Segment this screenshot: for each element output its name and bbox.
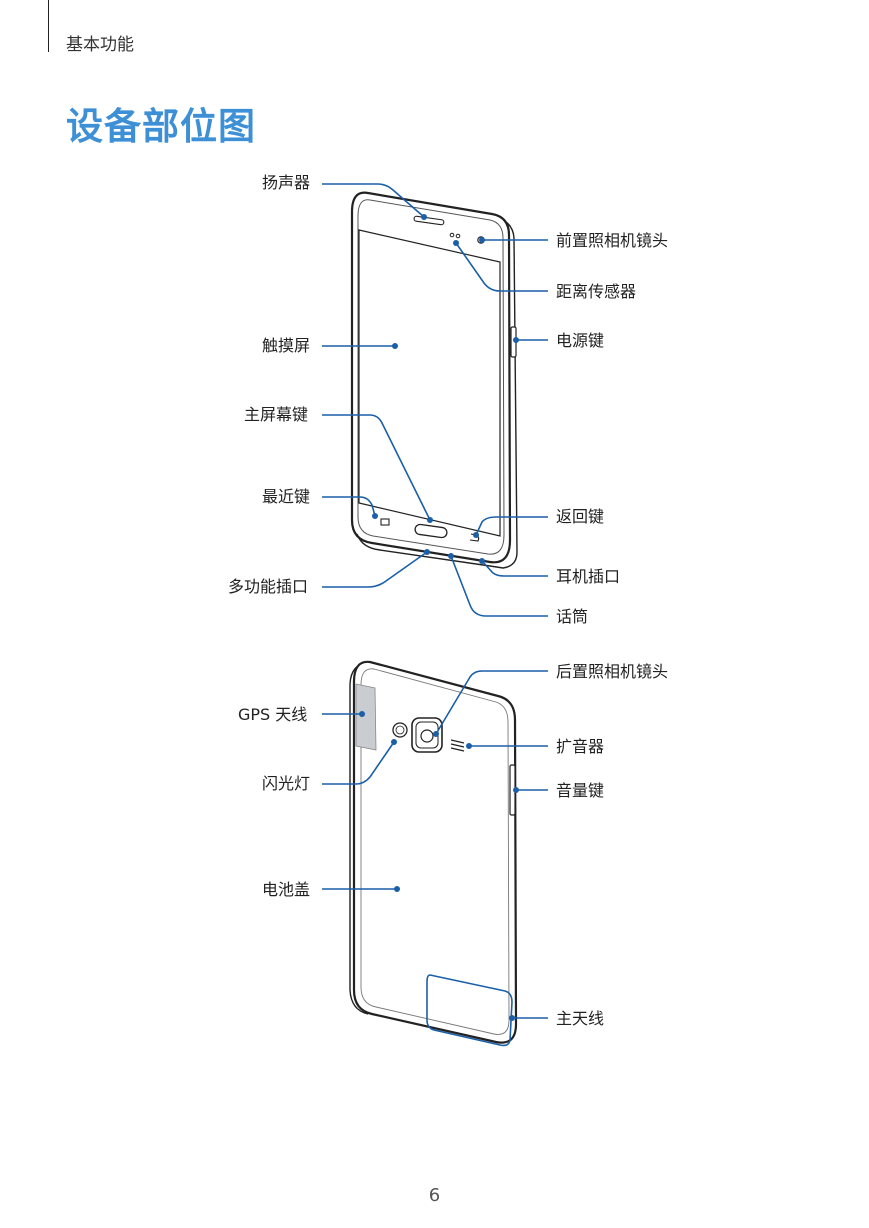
label-volume-key: 音量键 <box>556 781 604 800</box>
label-main-antenna: 主天线 <box>556 1009 604 1028</box>
label-proximity-sensor: 距离传感器 <box>556 282 636 301</box>
front-callouts: 扬声器 前置照相机镜头 距离传感器 触摸屏 电源键 主屏幕键 最近键 返回键 多… <box>228 173 668 626</box>
label-home-key: 主屏幕键 <box>244 405 308 424</box>
rear-camera-shape <box>411 717 443 753</box>
loudspeaker-grille <box>450 739 465 752</box>
page-title: 设备部位图 <box>66 105 256 148</box>
label-earphone-jack: 耳机插口 <box>556 567 620 586</box>
header-rule <box>48 0 49 52</box>
label-loudspeaker: 扩音器 <box>556 737 604 756</box>
label-back-key: 返回键 <box>556 507 604 526</box>
label-power-key: 电源键 <box>556 331 604 350</box>
back-callouts: 后置照相机镜头 GPS 天线 扩音器 闪光灯 音量键 电池盖 主天线 <box>238 662 668 1028</box>
label-battery-cover: 电池盖 <box>262 880 310 899</box>
label-microphone: 话筒 <box>556 607 588 626</box>
home-key-shape <box>414 523 448 539</box>
proximity-sensor-dot-b <box>455 233 461 239</box>
main-antenna-area <box>426 974 513 1047</box>
label-rear-camera: 后置照相机镜头 <box>556 662 668 681</box>
label-speaker: 扬声器 <box>262 173 310 192</box>
front-phone-illustration <box>350 191 518 569</box>
label-flash: 闪光灯 <box>262 774 310 793</box>
touchscreen-area <box>358 229 501 537</box>
label-recent-key: 最近键 <box>262 487 310 506</box>
recent-key-icon <box>380 518 390 526</box>
page-number: 6 <box>428 1185 441 1206</box>
flash-shape <box>392 722 408 738</box>
back-phone-illustration <box>349 660 518 1047</box>
gps-antenna-area <box>355 683 377 751</box>
label-front-camera: 前置照相机镜头 <box>556 231 668 250</box>
label-gps-antenna: GPS 天线 <box>238 705 307 724</box>
label-touchscreen: 触摸屏 <box>262 336 310 355</box>
proximity-sensor-dot-a <box>449 232 455 238</box>
label-multipurpose-jack: 多功能插口 <box>228 577 308 596</box>
section-name: 基本功能 <box>66 35 134 55</box>
